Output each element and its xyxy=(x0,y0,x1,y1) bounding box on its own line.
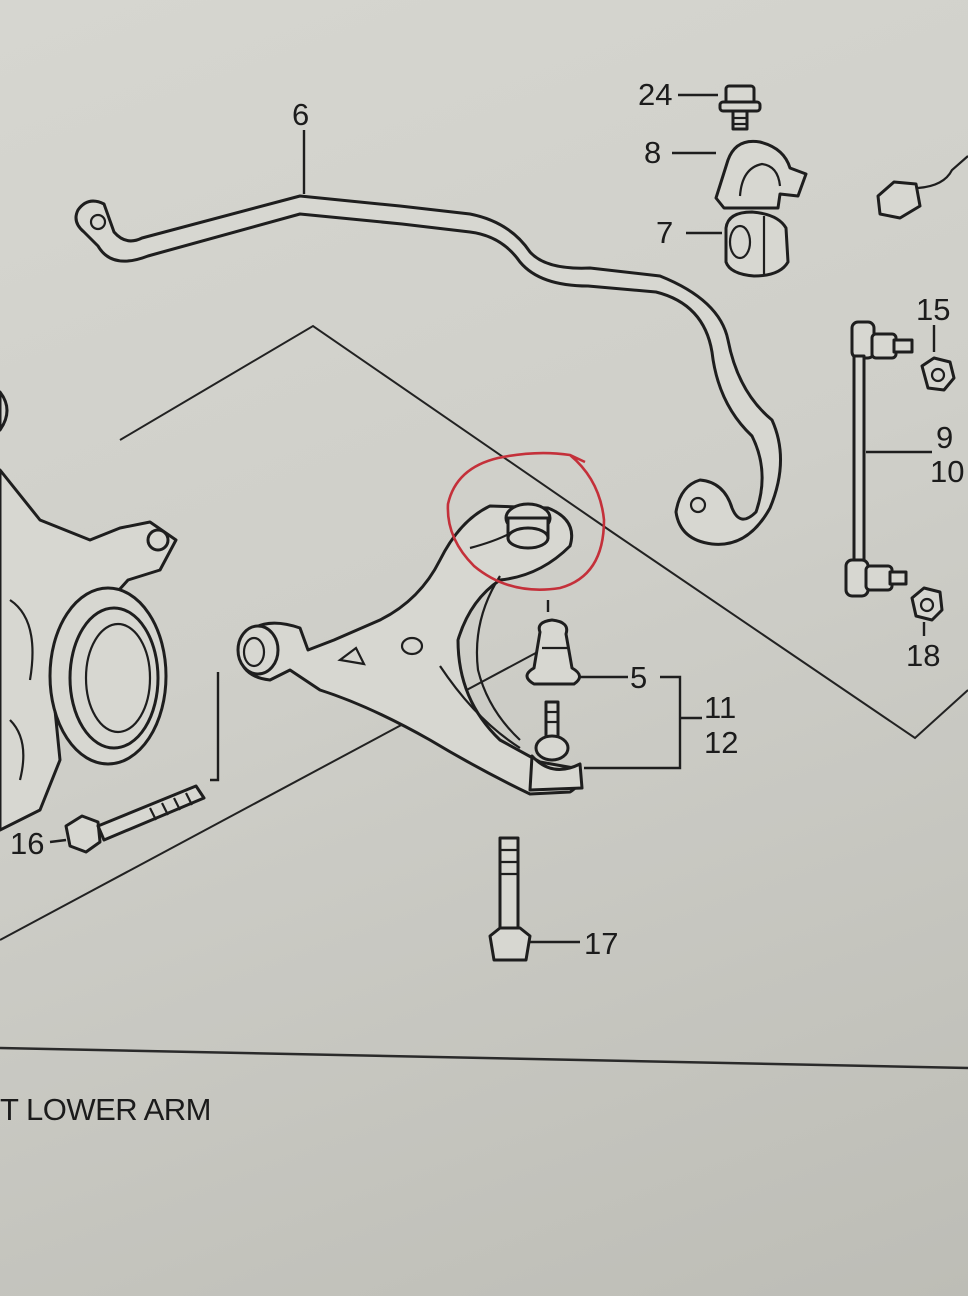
sensor-connector xyxy=(876,155,968,220)
section-divider xyxy=(0,1046,968,1070)
leader-lines xyxy=(49,93,936,944)
callout-7: 7 xyxy=(656,215,673,250)
bolt-17 xyxy=(488,836,532,962)
callout-10: 10 xyxy=(930,454,964,489)
nut-15 xyxy=(920,356,956,392)
knuckle-hub xyxy=(0,390,178,832)
callout-18: 18 xyxy=(906,638,940,673)
lower-arm xyxy=(236,502,581,796)
nut-18 xyxy=(910,586,944,622)
callout-labels: 6 24 8 7 15 9 10 18 5 11 12 16 17 xyxy=(10,77,964,961)
callout-8: 8 xyxy=(644,135,661,170)
callout-11: 11 xyxy=(704,690,736,725)
ball-joint-boot-5 xyxy=(525,618,581,686)
bolt-16 xyxy=(64,784,206,854)
stabilizer-link xyxy=(844,320,914,598)
callout-9: 9 xyxy=(936,420,953,455)
callout-6: 6 xyxy=(292,97,309,132)
callout-16: 16 xyxy=(10,826,44,861)
section-title: T LOWER ARM xyxy=(0,1092,211,1127)
bushing-7 xyxy=(724,210,790,278)
ball-joint xyxy=(528,700,584,792)
callout-12: 12 xyxy=(704,725,738,760)
highlight-circle xyxy=(446,451,606,591)
flange-bolt-24 xyxy=(718,84,762,131)
bushing-holder-8 xyxy=(714,139,808,210)
callout-24: 24 xyxy=(638,77,672,112)
stabilizer-bar xyxy=(74,194,782,546)
callout-15: 15 xyxy=(916,292,950,327)
callout-17: 17 xyxy=(584,926,618,961)
callout-5: 5 xyxy=(630,660,647,695)
